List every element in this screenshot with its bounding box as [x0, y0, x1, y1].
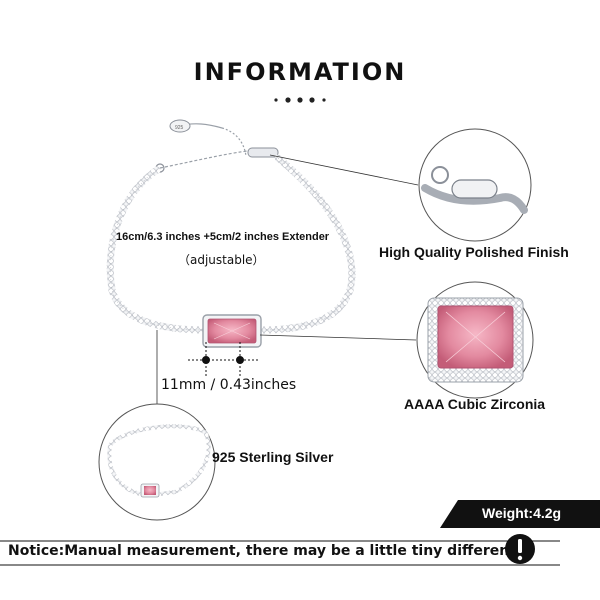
tag-charm-logo: 925 [175, 125, 184, 131]
detail-circle-bracelet [98, 403, 216, 521]
notice-text: Notice:Manual measurement, there may be … [8, 543, 533, 559]
material-label: 925 Sterling Silver [212, 449, 334, 465]
adjustable-label: （adjustable） [178, 253, 265, 267]
exclamation-icon [505, 534, 535, 564]
measure-marker [188, 342, 258, 378]
tennis-band [106, 154, 356, 334]
detail-circle-clasp [418, 128, 532, 242]
leader-line-stone [259, 334, 417, 341]
leader-line-clasp [269, 154, 419, 186]
page-title: INFORMATION [193, 58, 407, 86]
finish-label: High Quality Polished Finish [379, 244, 569, 260]
title-dots-divider [274, 97, 326, 103]
clasp [155, 147, 279, 173]
size-label: 16cm/6.3 inches +5cm/2 inches Extender [116, 231, 330, 243]
weight-label: Weight:4.2g [482, 505, 562, 521]
detail-circle-stone [416, 281, 534, 399]
notice-bar [0, 540, 560, 566]
weight-badge [440, 500, 600, 528]
stone-label: AAAA Cubic Zirconia [404, 396, 546, 412]
center-stone [202, 314, 262, 348]
stone-size-label: 11mm / 0.43inches [161, 377, 297, 393]
tag-charm [169, 119, 191, 133]
